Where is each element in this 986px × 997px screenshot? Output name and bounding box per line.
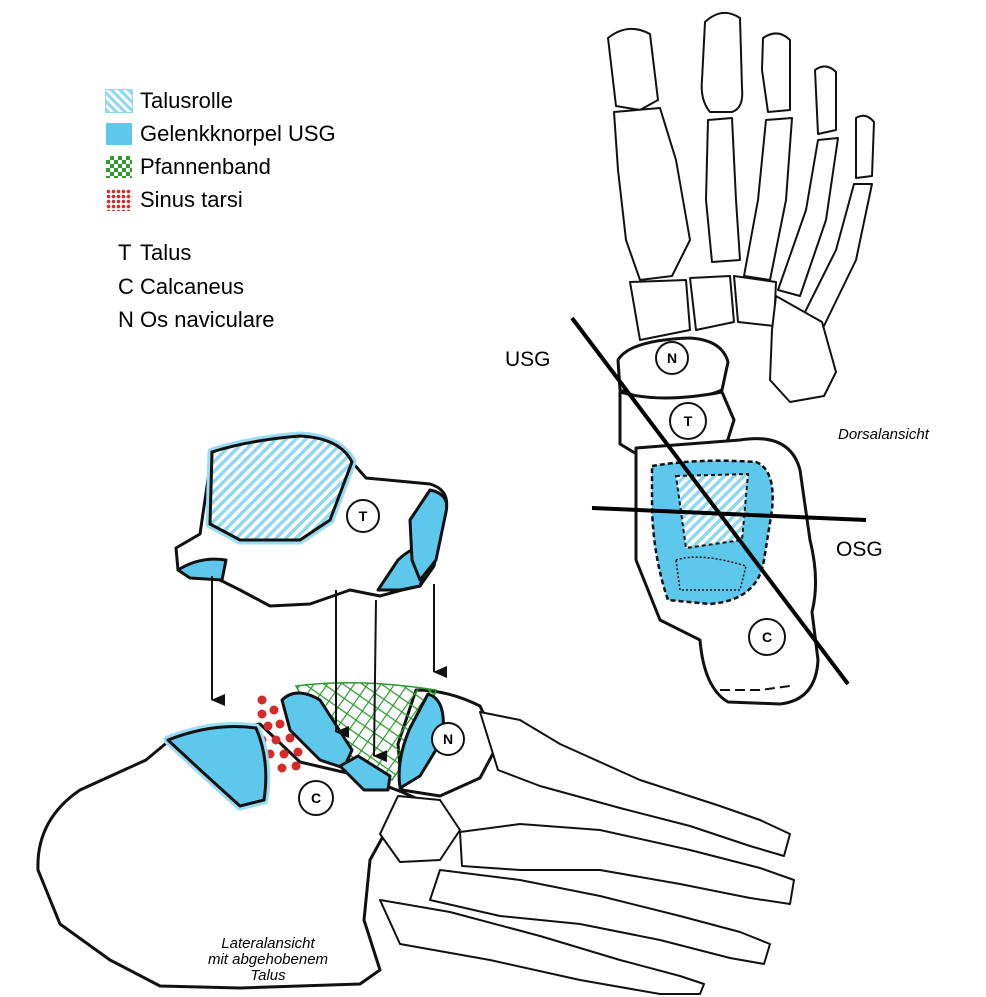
lateral-caption-line: Lateralansicht	[178, 936, 358, 952]
cuneiform-bone	[734, 276, 776, 326]
usg-label: USG	[505, 348, 551, 372]
metatarsal-bone	[706, 118, 740, 262]
lateral-view-caption: Lateralansicht mit abgehobenem Talus	[178, 936, 358, 984]
toe-bone	[856, 116, 874, 178]
lateral-caption-line: mit abgehobenem	[178, 952, 358, 968]
marker-label: C	[311, 790, 321, 806]
marker-navicular-lateral: N	[432, 723, 464, 755]
metatarsal-bone	[744, 118, 792, 280]
cuneiform-bone	[630, 280, 690, 340]
marker-label: T	[359, 508, 368, 524]
marker-talus-lateral: T	[347, 500, 379, 532]
toe-bone	[762, 33, 790, 112]
marker-label: N	[443, 731, 453, 747]
dorsal-view-caption: Dorsalansicht	[838, 426, 929, 443]
cuneiform-bone	[690, 276, 734, 330]
marker-label: C	[762, 629, 772, 645]
lateral-caption-line: Talus	[178, 968, 358, 984]
marker-talus-dorsal: T	[670, 403, 706, 439]
marker-label: T	[684, 413, 693, 429]
toe-bone	[815, 66, 836, 134]
osg-label: OSG	[836, 538, 883, 562]
marker-label: N	[667, 350, 677, 366]
marker-navicular-dorsal: N	[656, 342, 688, 374]
dorsal-foot: N T C	[572, 13, 874, 704]
first-metatarsal	[614, 108, 690, 280]
marker-calcaneus-dorsal: C	[749, 619, 785, 655]
marker-calcaneus-lateral: C	[299, 781, 333, 815]
hallux-bone	[608, 29, 658, 110]
toe-bone	[702, 13, 743, 112]
